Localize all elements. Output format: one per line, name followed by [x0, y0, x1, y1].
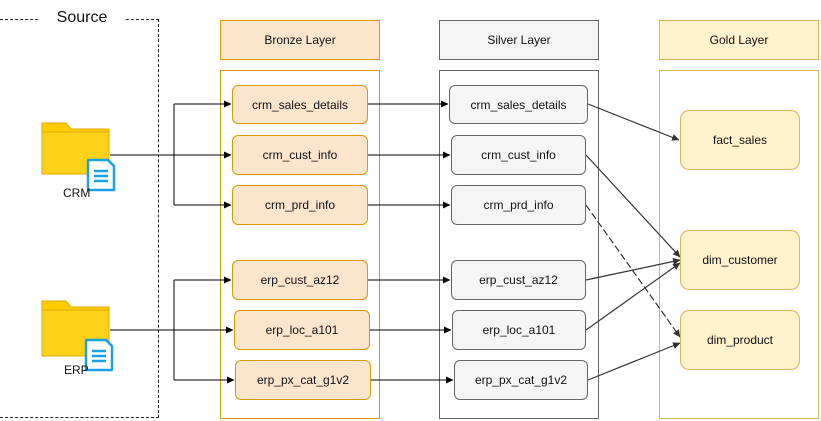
erp-folder-label: ERP [64, 363, 89, 377]
silver-cust-info-to-dim-customer [585, 154, 681, 258]
gold-table-fact-sales: fact_sales [680, 110, 800, 170]
silver-table-erp-cust-az12: erp_cust_az12 [451, 260, 586, 300]
bronze-table-erp-loc-a101: erp_loc_a101 [234, 310, 370, 350]
gold-table-dim-customer: dim_customer [680, 230, 800, 290]
bronze-layer-frame [220, 70, 380, 419]
gold-layer-header: Gold Layer [659, 20, 819, 60]
bronze-layer-header: Bronze Layer [220, 20, 380, 60]
silver-table-erp-loc-a101: erp_loc_a101 [452, 310, 586, 350]
gold-layer-frame [659, 70, 819, 419]
gold-table-dim-product: dim_product [680, 310, 800, 370]
silver-table-crm-prd-info: crm_prd_info [451, 185, 586, 225]
bronze-table-erp-cust-az12: erp_cust_az12 [232, 260, 368, 300]
silver-table-crm-cust-info: crm_cust_info [451, 135, 586, 175]
crm-folder-icon [41, 122, 116, 192]
silver-table-erp-px-cat-g1v2: erp_px_cat_g1v2 [454, 360, 588, 400]
silver-prd-info-to-dim-product [585, 204, 681, 338]
crm-document-icon [86, 158, 116, 192]
bronze-table-crm-cust-info: crm_cust_info [232, 135, 368, 175]
crm-folder-label: CRM [63, 186, 91, 200]
bronze-table-crm-sales-details: crm_sales_details [232, 85, 368, 124]
silver-sales-to-fact-sales [587, 103, 680, 141]
silver-layer-header: Silver Layer [439, 20, 599, 60]
erp-folder-icon [41, 300, 114, 372]
silver-px-cat-to-dim-product [587, 342, 681, 381]
bronze-table-crm-prd-info: crm_prd_info [232, 185, 368, 225]
silver-layer-frame [439, 70, 599, 419]
silver-table-crm-sales-details: crm_sales_details [449, 85, 588, 124]
erp-document-icon [84, 338, 114, 372]
silver-cust-az12-to-dim-customer [585, 258, 681, 281]
source-title: Source [40, 9, 124, 27]
silver-loc-to-dim-customer [585, 262, 681, 331]
bronze-table-erp-px-cat-g1v2: erp_px_cat_g1v2 [235, 360, 371, 400]
